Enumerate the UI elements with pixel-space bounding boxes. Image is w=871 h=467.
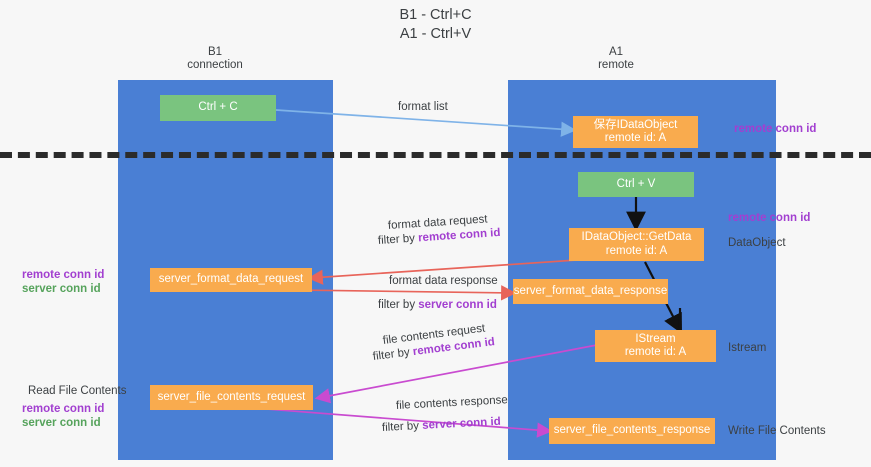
edge-label-format-list: format list <box>398 101 448 113</box>
label-left-remote-conn-id: remote conn id <box>22 269 105 281</box>
filter-prefix-2: filter by <box>378 299 419 311</box>
edge-file-contents-request <box>314 344 598 404</box>
label-write-file-contents: Write File Contents <box>728 425 826 437</box>
filter-prefix-1: filter by <box>377 232 419 247</box>
box-idataobject-getdata[interactable]: IDataObject::GetData remote id: A <box>569 228 704 261</box>
box-server-format-data-request[interactable]: server_format_data_request <box>150 268 312 292</box>
label-left-server-conn-id-2: server conn id <box>22 417 101 429</box>
box-server-file-contents-response[interactable]: server_file_contents_response <box>549 418 715 444</box>
box-server-file-contents-request[interactable]: server_file_contents_request <box>150 385 313 410</box>
label-remote-conn-id-mid: remote conn id <box>728 212 811 224</box>
filter-emphasis-4: server conn id <box>421 415 502 432</box>
edge-label-filter-by-server-1: filter by server conn id <box>378 298 497 313</box>
label-left-server-conn-id: server conn id <box>22 283 101 295</box>
label-left-remote-conn-id-2: remote conn id <box>22 403 105 415</box>
filter-prefix-3: filter by <box>372 346 414 363</box>
page-title: B1 - Ctrl+C A1 - Ctrl+V <box>399 7 472 42</box>
edge-format-list <box>275 109 577 137</box>
column-header-b1: B1 connection <box>187 46 243 71</box>
filter-emphasis-2: server conn id <box>418 299 497 311</box>
label-istream: Istream <box>728 342 767 354</box>
box-istream[interactable]: IStream remote id: A <box>595 330 716 362</box>
box-ctrl-c[interactable]: Ctrl + C <box>160 95 276 121</box>
column-header-a1: A1 remote <box>598 46 634 71</box>
phase-divider <box>0 152 871 158</box>
edge-label-format-data-response: format data response <box>389 275 498 287</box>
box-ctrl-v[interactable]: Ctrl + V <box>578 172 694 197</box>
label-data-object: DataObject <box>728 237 786 249</box>
label-remote-conn-id-top: remote conn id <box>734 123 817 135</box>
filter-prefix-4: filter by <box>381 419 423 434</box>
box-server-format-data-response[interactable]: server_format_data_response <box>513 279 668 304</box>
box-save-idataobject[interactable]: 保存IDataObject remote id: A <box>573 116 698 148</box>
label-read-file-contents: Read File Contents <box>28 385 127 397</box>
